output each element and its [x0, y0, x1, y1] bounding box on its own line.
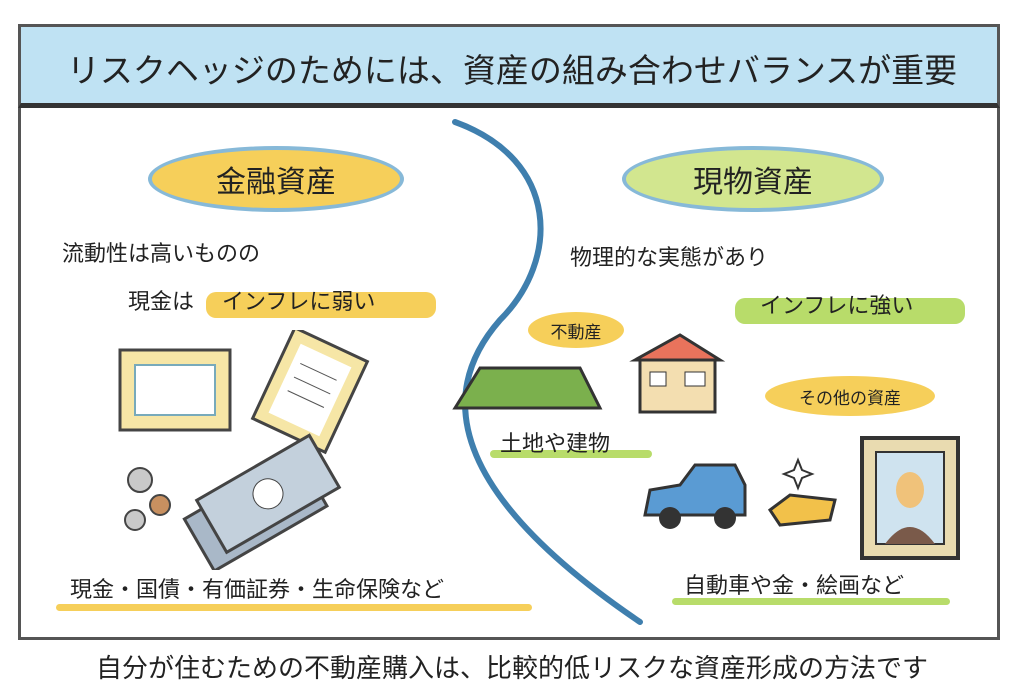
underline-green-2	[672, 598, 950, 605]
real-estate-examples: 土地や建物	[500, 432, 611, 457]
underline-green	[490, 450, 652, 458]
financial-assets-illustration	[118, 330, 370, 570]
label-other-assets: その他の資産	[765, 376, 935, 416]
left-line2-highlight: インフレに弱い	[222, 290, 376, 315]
land-and-house-illustration	[452, 333, 726, 414]
highlight-yellow	[206, 292, 436, 318]
right-line1: 物理的な実態があり	[570, 246, 769, 271]
right-line2-highlight: インフレに強い	[760, 294, 914, 319]
heading-physical-assets: 現物資産	[622, 146, 884, 212]
heading-financial-assets: 金融資産	[148, 146, 404, 212]
left-line2-prefix: 現金は	[128, 290, 195, 315]
footer-note: 自分が住むための不動産購入は、比較的低リスクな資産形成の方法です	[95, 654, 928, 684]
financial-assets-examples: 現金・国債・有価証券・生命保険など	[70, 578, 445, 603]
underline-yellow	[56, 604, 532, 611]
other-assets-examples: 自動車や金・絵画など	[684, 574, 905, 599]
title: リスクヘッジのためには、資産の組み合わせバランスが重要	[66, 51, 958, 90]
left-line1: 流動性は高いものの	[62, 242, 261, 267]
title-band	[18, 24, 1000, 108]
label-real-estate: 不動産	[528, 312, 624, 348]
highlight-green	[735, 298, 965, 324]
car-gold-painting-illustration	[643, 436, 960, 560]
